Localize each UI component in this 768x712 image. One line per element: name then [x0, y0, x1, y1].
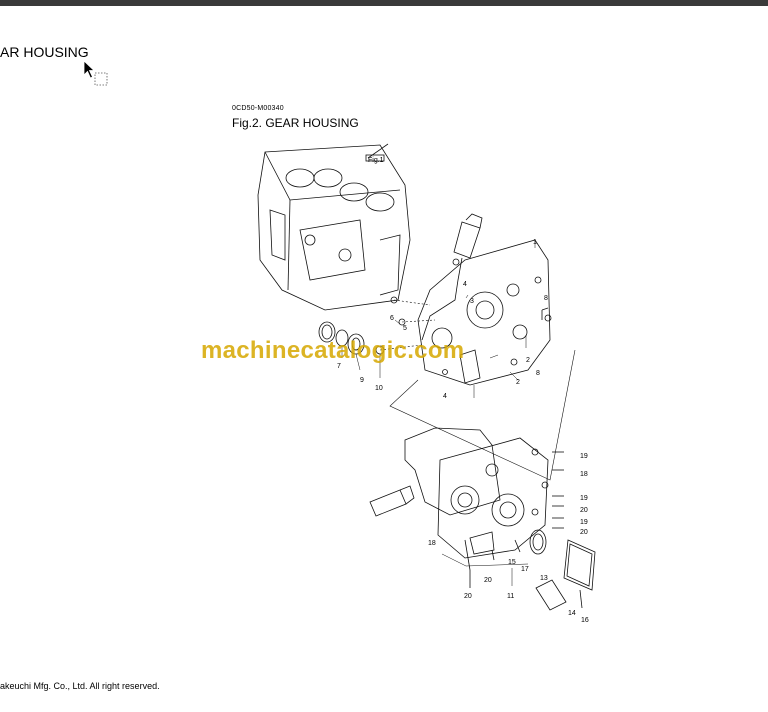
callout-label: 19	[580, 519, 588, 526]
copyright-notice: akeuchi Mfg. Co., Ltd. All right reserve…	[0, 681, 160, 691]
gear-housing-exploded-diagram: Fig.1 1 8 2 8 2 3 4 4 5 6 7 9 10 19 18 1…	[257, 143, 596, 624]
callout-label: 9	[360, 377, 364, 384]
callout-label: 19	[580, 453, 588, 460]
callout-label: 7	[337, 363, 341, 370]
top-bar	[0, 0, 768, 6]
callout-label: 19	[580, 495, 588, 502]
callout-label: 18	[428, 540, 436, 547]
watermark: machinecatalogic.com	[201, 337, 465, 364]
callout-label: 8	[536, 370, 540, 377]
callout-label: 2	[516, 379, 520, 386]
callout-label: 2	[526, 357, 530, 364]
mouse-cursor-icon	[83, 60, 108, 86]
callout-label: 18	[580, 471, 588, 478]
cylinder-block-drawing	[257, 143, 411, 311]
callout-label: 3	[470, 298, 474, 305]
oil-seal-drawing	[529, 529, 547, 555]
callout-label: 15	[508, 559, 516, 566]
callout-label: 6	[390, 315, 394, 322]
callout-label: 10	[375, 385, 383, 392]
bolts-drawing	[464, 307, 583, 609]
gasket-drawing	[404, 427, 501, 516]
cover-plate-drawing	[563, 539, 596, 591]
page-heading: AR HOUSING	[0, 44, 89, 60]
callout-label: 4	[443, 393, 447, 400]
callout-label: 4	[463, 281, 467, 288]
callout-label: 1	[533, 239, 537, 246]
callout-label: 16	[581, 617, 589, 624]
figure-title: Fig.2. GEAR HOUSING	[232, 116, 359, 130]
callout-label: 11	[507, 593, 514, 600]
callout-label: 8	[544, 295, 548, 302]
gear-housing-drawing	[417, 239, 552, 386]
sealant-tube-right-drawing	[535, 579, 567, 611]
sealant-tube-left-drawing	[369, 485, 415, 517]
callout-label: 5	[403, 325, 407, 332]
gear-case-drawing	[437, 437, 549, 559]
callout-label: 20	[580, 529, 588, 536]
callout-label: 20	[464, 593, 472, 600]
document-id: 0CD50-M00340	[232, 105, 284, 112]
callout-label: 13	[540, 575, 548, 582]
callout-label: 17	[521, 566, 529, 573]
sealant-tube-drawing	[453, 213, 483, 259]
figure-ref-label: Fig.1	[368, 157, 384, 164]
callout-label: 14	[568, 610, 576, 617]
diagram-callouts: Fig.1 1 8 2 8 2 3 4 4 5 6 7 9 10 19 18 1…	[337, 157, 589, 624]
callout-label: 20	[484, 577, 492, 584]
callout-label: 20	[580, 507, 588, 514]
